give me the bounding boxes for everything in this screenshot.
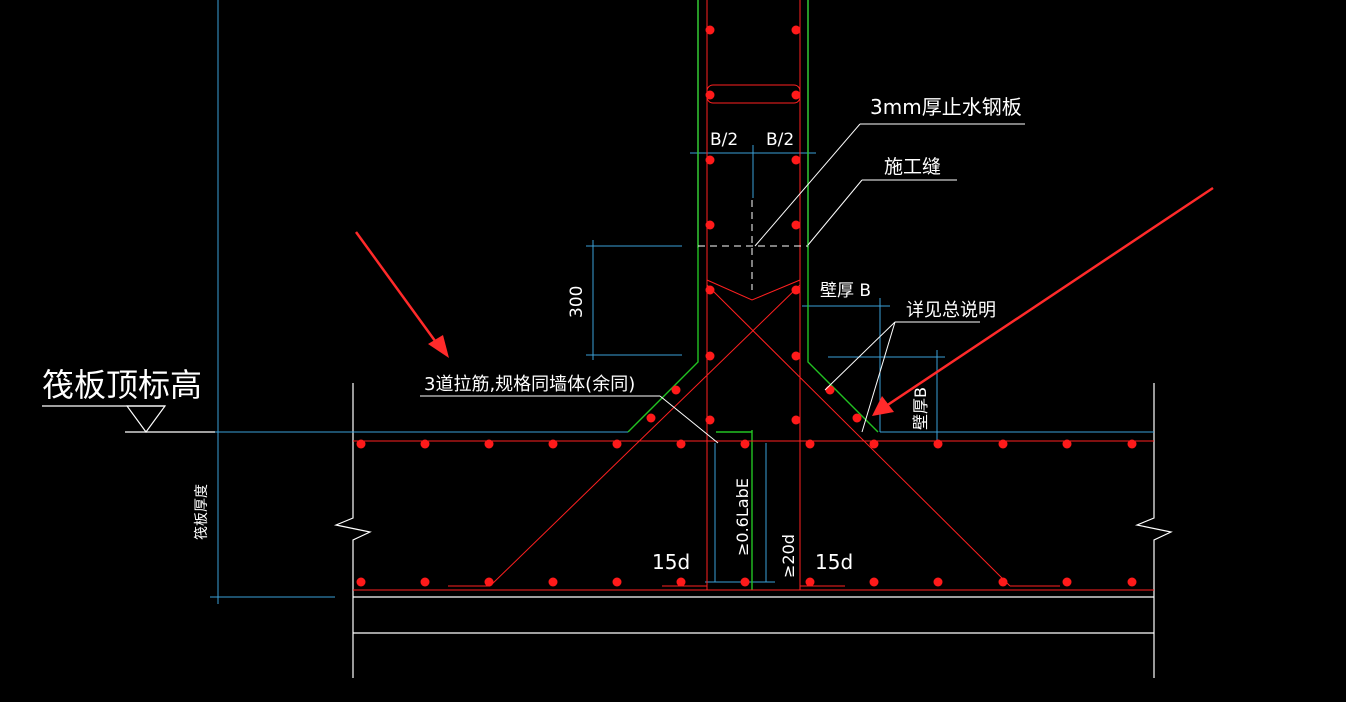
rebar-dot [1127,577,1137,587]
rebar-dot [933,439,943,449]
rebar-dot [740,577,750,587]
rebar-dot [869,577,879,587]
leader-see-notes-diag-a [824,321,896,391]
rebar-dot [646,413,656,423]
rebar-dot [791,351,801,361]
rebar-dot [705,285,715,295]
rebar-dot [791,155,801,165]
rebar-dot [356,439,366,449]
haunch-left-outline [627,0,699,433]
label-anchor-06labe: ≥0.6LabE [733,478,752,556]
rebar-dot [933,577,943,587]
rebar-dot [484,439,494,449]
rebar-dot [805,439,815,449]
haunch-right-outline [807,0,879,433]
label-tie-bars: 3道拉筋,规格同墙体(余同) [424,374,635,395]
rebar-lines [353,0,1154,591]
rebar-dot [791,25,801,35]
elevation-triangle-marker [125,405,167,434]
rebar-dot [805,577,815,587]
rebar-dot [791,90,801,100]
label-hook-15d-left: 15d [652,550,690,574]
rebar-dot [998,439,1008,449]
rebar-dot [998,577,1008,587]
rebar-dot [612,439,622,449]
rebar-dots [356,25,1137,587]
label-hook-15d-right: 15d [815,550,853,574]
rebar-dot [676,577,686,587]
label-wall-thickness-vertical: 壁厚B [911,387,930,430]
rebar-dot [705,90,715,100]
rebar-dot [705,415,715,425]
rebar-dot [791,285,801,295]
label-dim-300: 300 [567,286,587,318]
rebar-dot [548,439,558,449]
leader-waterstop-plate-diag [754,123,861,247]
rebar-dot [705,220,715,230]
rebar-dot [1062,577,1072,587]
leader-construction-joint-diag [807,179,863,246]
rebar-dot [791,220,801,230]
rebar-dot [676,439,686,449]
rebar-dot [705,351,715,361]
rebar-dot [612,577,622,587]
label-raft-thickness: 筏板厚度 [193,484,210,540]
rebar-dot [356,577,366,587]
leader-lines [420,123,1025,444]
label-anchor-20d: ≥20d [779,534,798,578]
label-wall-thickness: 壁厚 B [820,281,871,301]
rebar-dot [869,439,879,449]
haunch-diagonal-bar-left [489,284,801,587]
rebar-dot [705,155,715,165]
leader-see-notes-diag-b [861,321,896,433]
rebar-dot [852,413,862,423]
rebar-dot [1127,439,1137,449]
rebar-dot [825,385,835,395]
rebar-dot [420,577,430,587]
rebar-dot [740,439,750,449]
rebar-dot [484,577,494,587]
rebar-dot [705,25,715,35]
label-half-b-right: B/2 [766,130,794,150]
label-raft-top-elevation: 筏板顶标高 [42,366,202,404]
label-waterstop-plate: 3mm厚止水钢板 [870,95,1022,119]
pointer-arrows [354,186,1214,416]
pointer-arrow-right-head [872,396,894,416]
dimension-lines [210,0,1154,604]
rebar-dot [548,577,558,587]
raft-left-break-edge [333,383,372,678]
label-construction-joint: 施工缝 [884,156,941,178]
pointer-arrow-left-shaft [354,231,440,346]
pointer-arrow-right-shaft [885,186,1214,408]
haunch-diagonal-bar-right [706,284,1011,587]
rebar-dot [1062,439,1072,449]
label-see-general-notes: 详见总说明 [906,300,996,321]
text-labels: 筏板顶标高 筏板厚度 3mm厚止水钢板 施工缝 B/2 B/2 300 壁厚 B… [42,95,1022,578]
wall-hoop-upper [706,84,801,104]
label-half-b-left: B/2 [710,130,738,150]
rebar-dot [671,385,681,395]
wall-hoop-lower [706,210,801,301]
rebar-dot [420,439,430,449]
rebar-dot [791,415,801,425]
pointer-arrow-left-head [428,335,449,358]
waterstop-outline [627,0,879,590]
raft-right-break-edge [1134,383,1173,678]
leader-tie-bars-diag [659,395,719,444]
